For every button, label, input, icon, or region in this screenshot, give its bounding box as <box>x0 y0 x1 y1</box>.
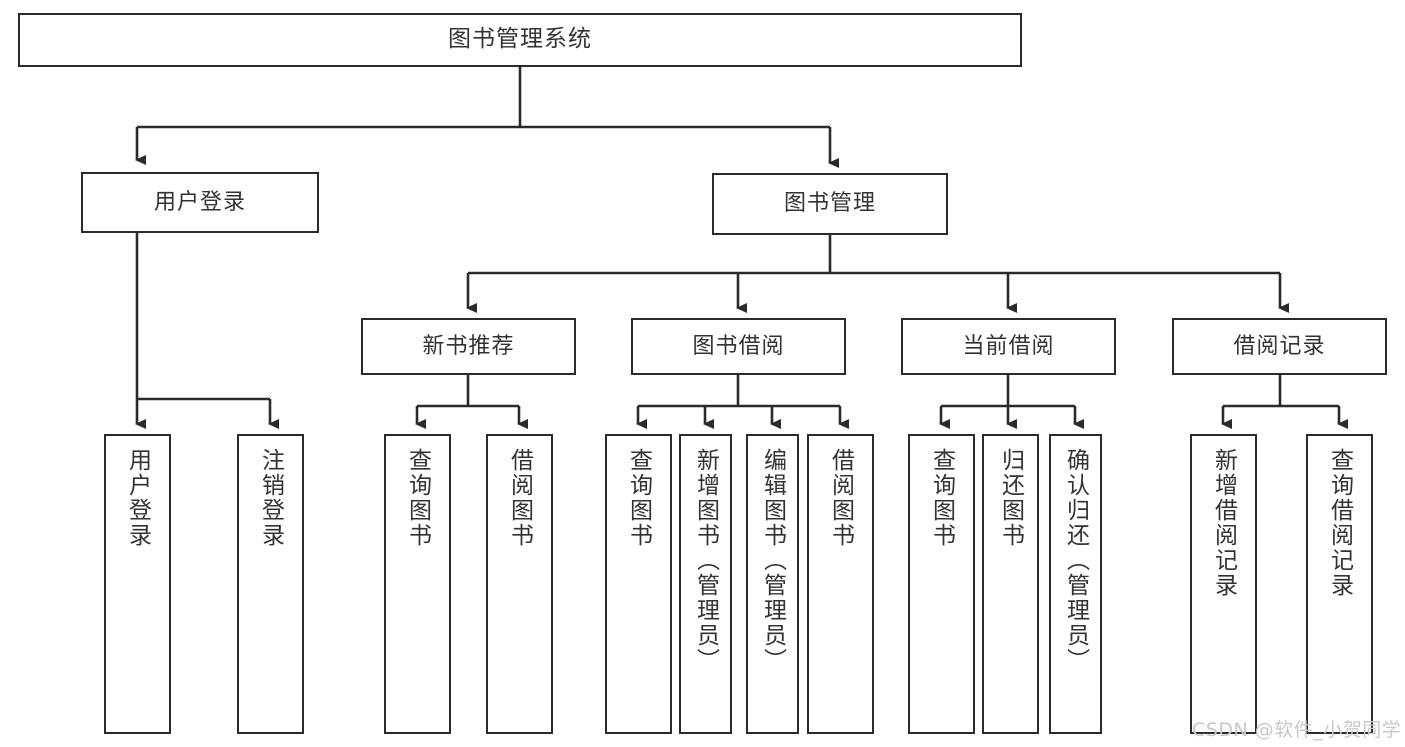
leaf-query-book-borrow[interactable]: 查询图书 <box>605 434 672 734</box>
node-label: 用户登录 <box>153 189 246 215</box>
node-label: 新增借阅记录 <box>1210 448 1237 598</box>
leaf-borrow-book[interactable]: 借阅图书 <box>807 434 874 734</box>
node-label: 借阅图书 <box>827 448 854 548</box>
node-label: 当前借阅 <box>962 333 1055 359</box>
node-label: 注销登录 <box>257 448 284 548</box>
node-label: 编辑图书（管理员） <box>759 448 786 673</box>
node-borrow-records[interactable]: 借阅记录 <box>1172 318 1387 375</box>
leaf-return-book[interactable]: 归还图书 <box>982 434 1039 734</box>
node-book-borrow[interactable]: 图书借阅 <box>631 318 846 375</box>
leaf-add-book-admin[interactable]: 新增图书（管理员） <box>679 434 732 734</box>
node-user-login[interactable]: 用户登录 <box>81 172 319 233</box>
node-book-management[interactable]: 图书管理 <box>712 173 948 235</box>
leaf-logout[interactable]: 注销登录 <box>237 434 304 734</box>
csdn-watermark: CSDN @软件_小贺同学 <box>1192 719 1402 741</box>
node-label: 图书管理系统 <box>448 26 592 53</box>
leaf-add-borrow-record[interactable]: 新增借阅记录 <box>1190 434 1257 734</box>
node-new-book-recommend[interactable]: 新书推荐 <box>361 318 576 375</box>
node-label: 查询借阅记录 <box>1326 448 1353 598</box>
node-label: 借阅图书 <box>506 448 533 548</box>
leaf-confirm-return-admin[interactable]: 确认归还（管理员） <box>1049 434 1102 734</box>
node-root-system[interactable]: 图书管理系统 <box>18 13 1022 67</box>
leaf-query-borrow-record[interactable]: 查询借阅记录 <box>1306 434 1373 734</box>
node-label: 图书借阅 <box>692 333 785 359</box>
leaf-query-book-recommend[interactable]: 查询图书 <box>384 434 451 734</box>
node-label: 图书管理 <box>783 191 876 217</box>
node-current-borrow[interactable]: 当前借阅 <box>901 318 1116 375</box>
leaf-query-book-current[interactable]: 查询图书 <box>908 434 975 734</box>
leaf-edit-book-admin[interactable]: 编辑图书（管理员） <box>746 434 799 734</box>
node-label: 确认归还（管理员） <box>1062 448 1089 673</box>
node-label: 查询图书 <box>625 448 652 548</box>
node-label: 查询图书 <box>928 448 955 548</box>
node-label: 新书推荐 <box>422 333 515 359</box>
node-label: 归还图书 <box>997 448 1024 548</box>
node-label: 查询图书 <box>404 448 431 548</box>
leaf-borrow-book-recommend[interactable]: 借阅图书 <box>486 434 553 734</box>
leaf-user-login[interactable]: 用户登录 <box>104 434 171 734</box>
node-label: 用户登录 <box>124 448 151 548</box>
node-label: 新增图书（管理员） <box>692 448 719 673</box>
node-label: 借阅记录 <box>1233 333 1326 359</box>
